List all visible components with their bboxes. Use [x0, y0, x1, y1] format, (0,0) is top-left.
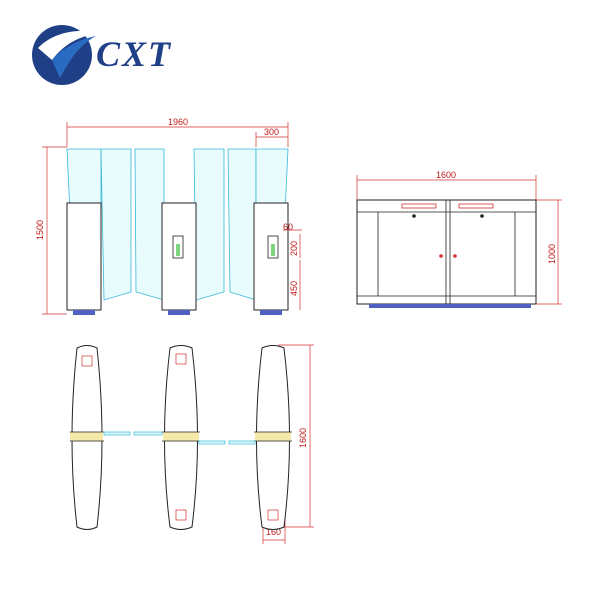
- top-post-left: [70, 345, 104, 530]
- logo: CXT: [32, 25, 172, 85]
- front-cabinet-right: [253, 202, 289, 315]
- top-glass-flaps: [103, 431, 256, 445]
- side-view: 1600 1000: [356, 170, 562, 308]
- side-width-dimension: 1600: [356, 170, 537, 200]
- top-post-right: [254, 345, 292, 530]
- reader-height-label: 200: [289, 241, 299, 256]
- front-cabinet-left: [66, 202, 102, 315]
- reader-dimensions: 60 200 450: [283, 222, 302, 310]
- front-height-label: 1500: [35, 220, 45, 240]
- reader-width-label: 60: [283, 222, 293, 232]
- front-cabinet-center: [161, 202, 197, 315]
- side-width-label: 1600: [436, 170, 456, 180]
- front-overall-width-label: 1960: [168, 117, 188, 127]
- top-length-label: 1600: [298, 428, 308, 448]
- reader-offset-label: 450: [289, 281, 299, 296]
- side-cabinet: [356, 199, 537, 308]
- side-height-dimension: 1000: [536, 199, 562, 305]
- front-view: 1960 300 1500: [35, 117, 302, 315]
- side-height-label: 1000: [547, 244, 557, 264]
- top-post-center: [162, 345, 200, 530]
- logo-emblem-icon: [32, 25, 96, 85]
- front-glass-width-dimension: 300: [255, 127, 288, 147]
- front-width-dimension: 1960: [66, 117, 289, 147]
- front-height-dimension: 1500: [35, 146, 67, 315]
- top-view: 1600 160: [70, 344, 314, 544]
- top-width-label: 160: [266, 527, 281, 537]
- front-glass-width-label: 300: [264, 127, 279, 137]
- logo-text: CXT: [96, 34, 172, 74]
